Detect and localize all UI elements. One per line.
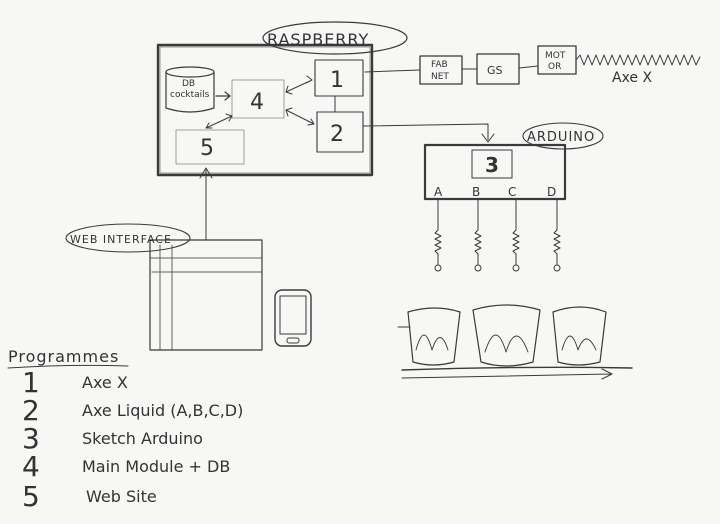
- box-4: 4: [231, 79, 285, 119]
- legend-num-3: 3: [22, 422, 40, 455]
- fab-net-line2: NET: [431, 72, 449, 82]
- legend-num-2: 2: [22, 394, 40, 427]
- axe-x-label: Axe X: [612, 70, 652, 86]
- raspberry-label-bubble: [262, 21, 408, 55]
- arduino-label: ARDUINO: [527, 130, 595, 145]
- fab-net-box: FAB NET: [419, 55, 463, 85]
- legend-text-2: Axe Liquid (A,B,C,D): [82, 401, 243, 420]
- box-3-label: 3: [485, 153, 499, 177]
- gs-to-motor-line: [518, 65, 539, 69]
- web-screen: [149, 239, 263, 351]
- pin-c: C: [508, 185, 520, 272]
- legend-num-5: 5: [22, 480, 40, 513]
- raspberry-board: RASPBERRY: [156, 21, 408, 177]
- pin-a-label: A: [434, 185, 443, 199]
- arrow-4-5: [205, 113, 233, 129]
- motor-line1: MOT: [545, 51, 566, 61]
- db-label-line2: cocktails: [170, 90, 210, 100]
- motor-box: MOT OR: [537, 45, 577, 75]
- legend-title-underline: [7, 364, 129, 369]
- legend-text-5: Web Site: [86, 487, 157, 506]
- glass-1: [407, 307, 461, 366]
- legend-num-4: 4: [22, 450, 40, 483]
- box-4-label: 4: [250, 90, 264, 115]
- arrow-4-2: [285, 107, 315, 126]
- box-2: 2: [316, 111, 364, 153]
- box1-to-fabnet-line: [364, 69, 421, 73]
- motor-line2: OR: [548, 62, 561, 72]
- web-interface-label: WEB INTERFACE: [70, 233, 172, 246]
- web-interface-bubble: [65, 223, 191, 253]
- phone-home-button: [286, 337, 300, 344]
- glass-2: [472, 304, 541, 367]
- pin-a: A: [434, 185, 443, 272]
- db-cylinder: DB cocktails: [165, 66, 215, 113]
- arduino-label-bubble: [522, 122, 604, 150]
- glass-3: [552, 306, 607, 366]
- legend-num-1: 1: [22, 366, 40, 399]
- raspberry-label: RASPBERRY: [267, 30, 369, 49]
- arrow-4-1: [285, 75, 313, 95]
- pin-c-label: C: [508, 185, 516, 199]
- legend-text-4: Main Module + DB: [82, 457, 230, 476]
- db-label-line1: DB: [182, 79, 195, 89]
- box2-to-arduino-arrow: [362, 123, 495, 143]
- legend-text-3: Sketch Arduino: [82, 429, 203, 448]
- fab-net-line1: FAB: [431, 60, 448, 70]
- conveyor-arrow: [401, 368, 613, 380]
- arduino-board: ARDUINO 3: [423, 122, 604, 201]
- db-to-4-arrow: [215, 91, 231, 101]
- gs-box: GS: [476, 53, 520, 85]
- box-2-label: 2: [330, 122, 344, 147]
- legend: Programmes 1 Axe X 2 Axe Liquid (A,B,C,D…: [7, 347, 243, 513]
- pin-b-label: B: [472, 185, 480, 199]
- gs-label: GS: [487, 64, 503, 77]
- conveyor-line-top: [401, 366, 633, 371]
- pin-d-label: D: [547, 185, 556, 199]
- box-1-label: 1: [330, 68, 344, 93]
- box-5-label: 5: [200, 136, 214, 161]
- pin-b: B: [472, 185, 482, 272]
- pin-d: D: [547, 185, 561, 272]
- phone: [274, 289, 312, 347]
- legend-title: Programmes: [8, 347, 119, 366]
- legend-text-1: Axe X: [82, 373, 128, 392]
- axe-x-spring: [575, 54, 701, 66]
- web-to-box5-arrow: [199, 167, 213, 241]
- box-1: 1: [314, 59, 364, 97]
- box-5: 5: [175, 129, 245, 165]
